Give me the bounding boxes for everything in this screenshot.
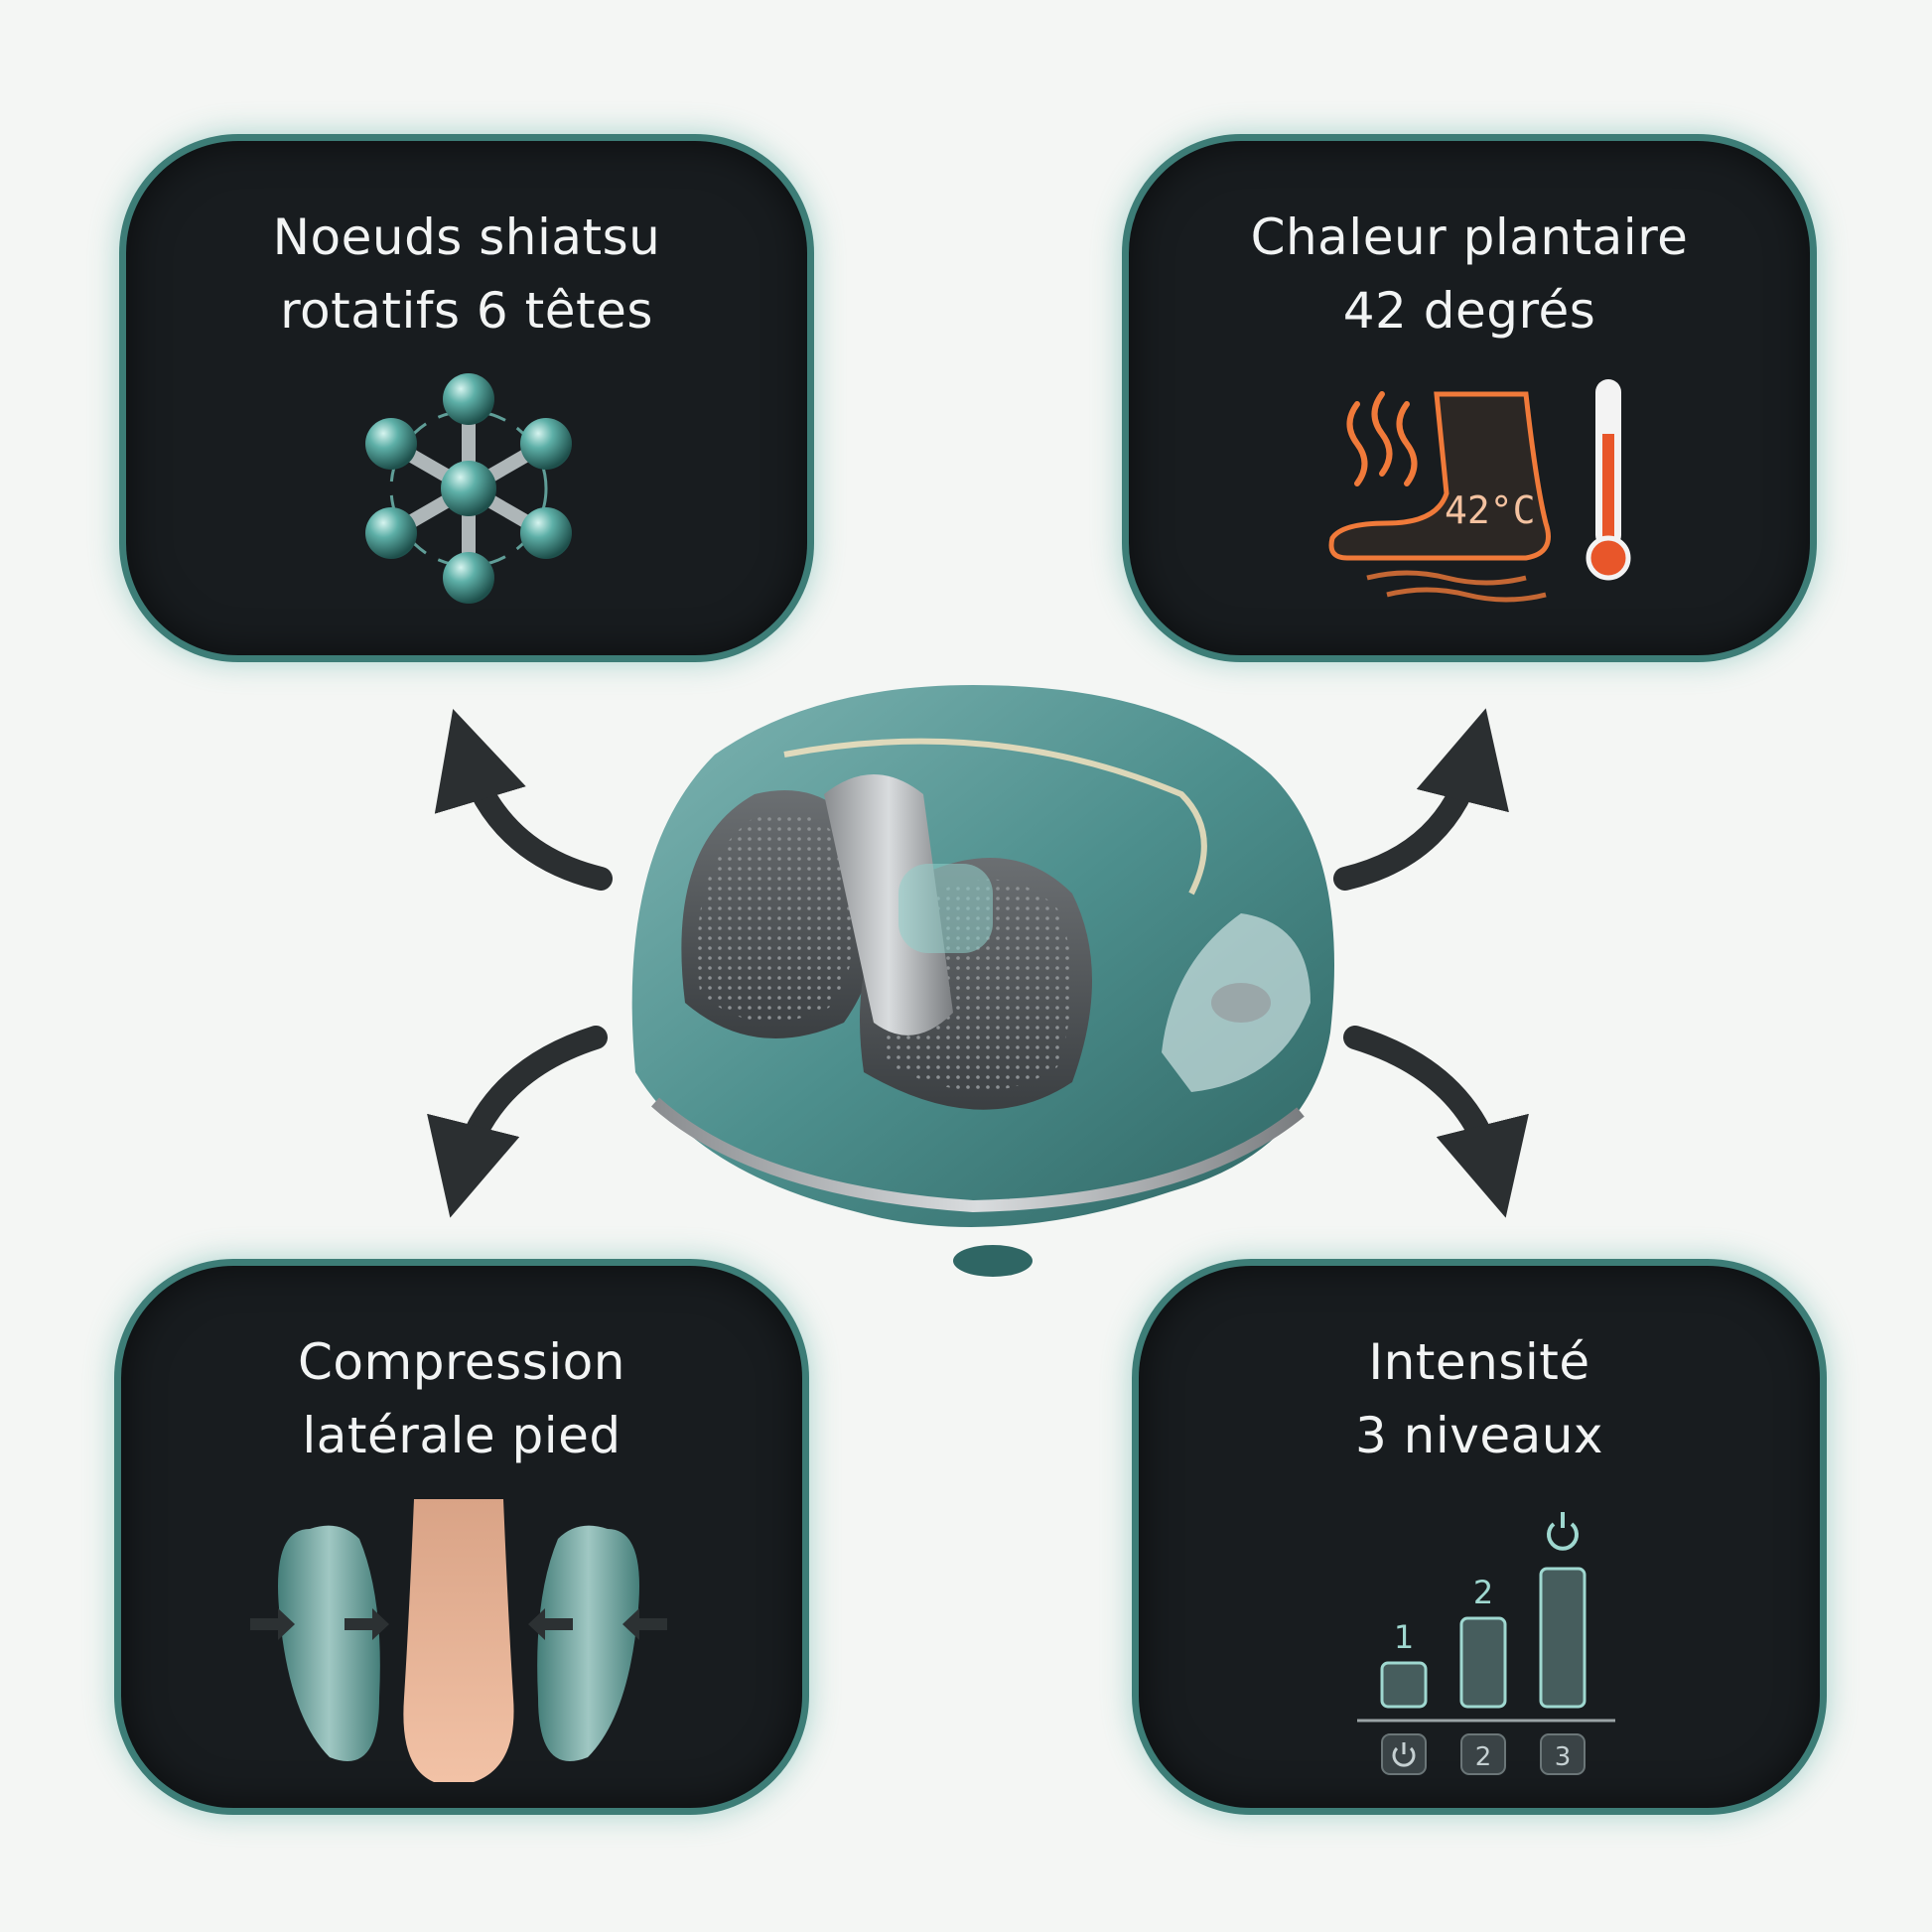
arrow-to-heat (1333, 708, 1509, 891)
feature-title-shiatsu: Noeuds shiatsu rotatifs 6 têtes (126, 201, 807, 347)
intensity-levels-icon: 1 2 2 3 (1357, 1512, 1615, 1775)
title-line2: 42 degrés (1342, 282, 1596, 340)
level-2-label: 2 (1473, 1574, 1493, 1611)
arrow-to-compression (427, 1026, 608, 1218)
lateral-compression-icon (250, 1499, 667, 1782)
feature-title-intensity: Intensité 3 niveaux (1139, 1325, 1820, 1472)
level-2-button-label: 2 (1475, 1742, 1492, 1772)
power-icon (1547, 1512, 1579, 1551)
level-3-button[interactable]: 3 (1540, 1733, 1586, 1775)
heat-waves-icon (1346, 391, 1418, 486)
thermometer-icon (1586, 379, 1631, 581)
title-line1: Compression (298, 1333, 625, 1391)
feature-panel-intensity: Intensité 3 niveaux 1 2 2 3 (1132, 1259, 1827, 1815)
feature-title-compression: Compression latérale pied (121, 1325, 802, 1472)
right-air-cushion (537, 1525, 639, 1761)
arrow-to-intensity (1343, 1026, 1529, 1218)
power-button[interactable] (1381, 1733, 1427, 1775)
title-line2: latérale pied (302, 1407, 621, 1464)
foot-icon (403, 1499, 514, 1782)
level-1-label: 1 (1394, 1618, 1414, 1656)
left-air-cushion (278, 1525, 380, 1761)
feature-panel-heat: Chaleur plantaire 42 degrés 42°C (1122, 134, 1817, 662)
title-line1: Noeuds shiatsu (272, 208, 661, 266)
level-3-bar (1539, 1567, 1587, 1709)
shiatsu-nodes-icon (365, 373, 572, 604)
heated-foot-icon: 42°C (1328, 379, 1631, 603)
level-2-bar (1459, 1616, 1507, 1709)
level-2-button[interactable]: 2 (1460, 1733, 1506, 1775)
title-line2: rotatifs 6 têtes (280, 282, 653, 340)
power-button-icon (1392, 1742, 1416, 1767)
title-line2: 3 niveaux (1354, 1407, 1604, 1464)
feature-panel-shiatsu: Noeuds shiatsu rotatifs 6 têtes (119, 134, 814, 662)
level-1-bar (1380, 1661, 1428, 1709)
title-line1: Chaleur plantaire (1250, 208, 1689, 266)
level-3-button-label: 3 (1555, 1742, 1572, 1772)
feature-title-heat: Chaleur plantaire 42 degrés (1129, 201, 1810, 347)
feature-panel-compression: Compression latérale pied (114, 1259, 809, 1815)
temperature-readout: 42°C (1445, 488, 1536, 532)
title-line1: Intensité (1368, 1333, 1590, 1391)
compression-arrows-icon (250, 1608, 667, 1640)
foot-massager-device (631, 685, 1334, 1277)
arrow-to-shiatsu (434, 709, 613, 891)
